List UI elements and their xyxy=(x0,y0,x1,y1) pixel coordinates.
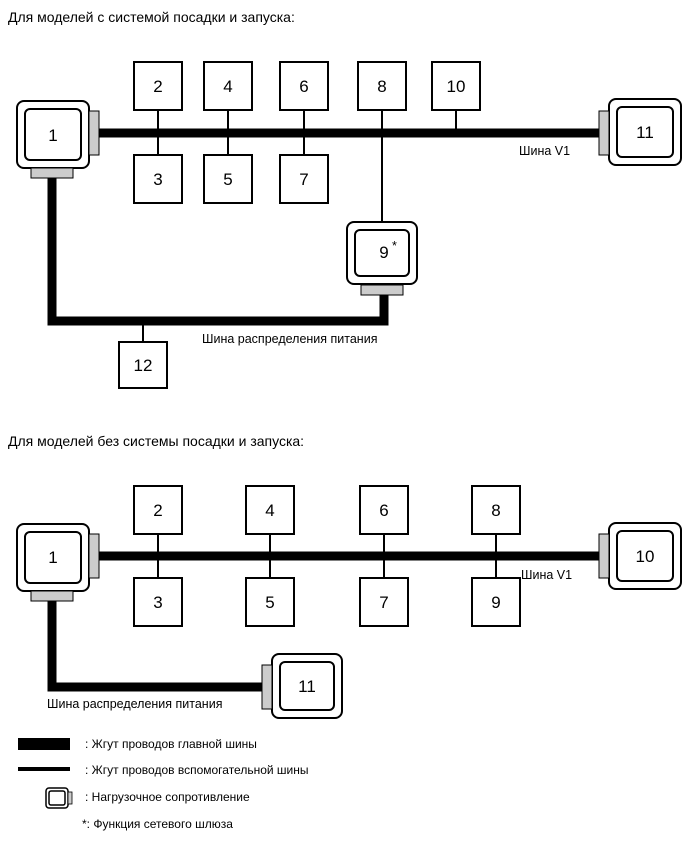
s1-node-3: 3 xyxy=(133,154,183,204)
s2-node-1-label: 1 xyxy=(48,548,57,567)
legend-gateway-label: *: Функция сетевого шлюза xyxy=(82,817,233,831)
s1-node-6-label: 6 xyxy=(299,77,308,96)
legend: : Жгут проводов главной шины : Жгут пров… xyxy=(18,737,309,831)
s1-node-2-label: 2 xyxy=(153,77,162,96)
s1-node-4: 4 xyxy=(203,61,253,111)
s1-node-3-label: 3 xyxy=(153,170,162,189)
s1-node-1: 1 xyxy=(16,100,100,179)
s1-node-12-label: 12 xyxy=(134,356,153,375)
s1-node-9-label: 9 xyxy=(379,243,388,262)
s2-node-8-label: 8 xyxy=(491,501,500,520)
s1-node-12: 12 xyxy=(118,341,168,389)
legend-terminator-icon xyxy=(45,787,73,809)
s1-node-5: 5 xyxy=(203,154,253,204)
s2-power-bus xyxy=(47,598,262,692)
legend-main-bus-label: : Жгут проводов главной шины xyxy=(85,737,257,751)
legend-sub-bus-label: : Жгут проводов вспомогательной шины xyxy=(85,763,309,777)
section2-heading: Для моделей без системы посадки и запуск… xyxy=(8,433,304,449)
s2-power-bus-label: Шина распределения питания xyxy=(47,697,222,711)
s2-node-4: 4 xyxy=(245,485,295,535)
s2-node-6-label: 6 xyxy=(379,501,388,520)
s1-node-11-label: 11 xyxy=(636,123,654,142)
s1-node-10: 10 xyxy=(431,61,481,111)
s1-node-11: 11 xyxy=(598,98,682,166)
s2-node-11-label: 11 xyxy=(298,677,316,696)
s2-node-7: 7 xyxy=(359,577,409,627)
s1-node-8-label: 8 xyxy=(377,77,386,96)
s2-node-5: 5 xyxy=(245,577,295,627)
s2-node-10-label: 10 xyxy=(636,547,655,566)
s1-node-10-label: 10 xyxy=(447,77,466,96)
s1-node-4-label: 4 xyxy=(223,77,232,96)
s2-node-10: 10 xyxy=(598,522,682,590)
legend-main-bus-swatch xyxy=(18,738,70,750)
s1-node-7-label: 7 xyxy=(299,170,308,189)
s1-node-5-label: 5 xyxy=(223,170,232,189)
s2-node-2: 2 xyxy=(133,485,183,535)
section1-heading: Для моделей с системой посадки и запуска… xyxy=(8,9,295,25)
s2-node-11: 11 xyxy=(261,653,343,719)
s1-bus-v1-label: Шина V1 xyxy=(519,144,570,158)
s2-node-5-label: 5 xyxy=(265,593,274,612)
s1-node-9: 9 * xyxy=(346,221,418,296)
s2-node-6: 6 xyxy=(359,485,409,535)
s1-node-1-label: 1 xyxy=(48,126,57,145)
s2-stubs xyxy=(157,534,497,578)
s2-node-2-label: 2 xyxy=(153,501,162,520)
s2-node-9-label: 9 xyxy=(491,593,500,612)
legend-terminator-label: : Нагрузочное сопротивление xyxy=(85,790,250,804)
s2-node-3: 3 xyxy=(133,577,183,627)
s2-node-7-label: 7 xyxy=(379,593,388,612)
s1-power-bus xyxy=(47,176,389,326)
s1-node-6: 6 xyxy=(279,61,329,111)
s2-node-9: 9 xyxy=(471,577,521,627)
s2-node-4-label: 4 xyxy=(265,501,274,520)
legend-sub-bus-swatch xyxy=(18,767,70,771)
s1-power-bus-label: Шина распределения питания xyxy=(202,332,377,346)
s2-node-1: 1 xyxy=(16,523,100,602)
s1-node-9-gateway-mark: * xyxy=(392,239,397,253)
s2-node-8: 8 xyxy=(471,485,521,535)
s2-node-3-label: 3 xyxy=(153,593,162,612)
s1-node-8: 8 xyxy=(357,61,407,111)
s1-stubs xyxy=(142,110,457,342)
s2-bus-v1-label: Шина V1 xyxy=(521,568,572,582)
s1-node-7: 7 xyxy=(279,154,329,204)
s1-node-2: 2 xyxy=(133,61,183,111)
